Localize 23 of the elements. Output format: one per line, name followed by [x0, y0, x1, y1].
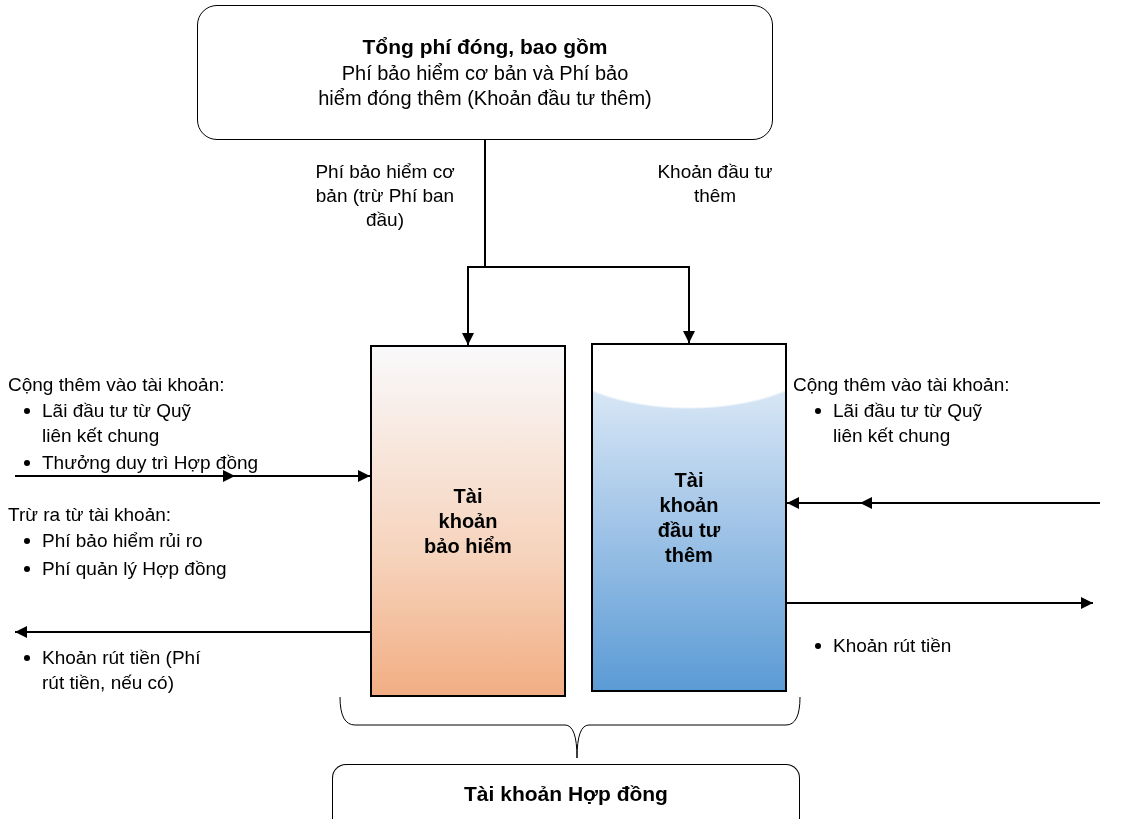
- heading-text: Tổng phí đóng, bao gồm: [362, 34, 608, 61]
- total-account-box: [332, 764, 800, 819]
- note-heading: Trừ ra từ tài khoản:: [8, 503, 173, 527]
- summary-box: [197, 5, 773, 140]
- arrow: [14, 470, 371, 482]
- list-item-text: Thưởng duy trì Hợp đồng: [42, 451, 260, 475]
- heading-text: Tài khoản Hợp đồng: [464, 781, 668, 808]
- list-item-text: Phí bảo hiểm rủi ro: [42, 529, 204, 553]
- list-item-text: Khoản rút tiền: [833, 634, 953, 658]
- list-item-text: Khoản rút tiền (Phí rút tiền, nếu có): [42, 646, 202, 696]
- arrow: [14, 626, 371, 638]
- arrow: [786, 597, 1094, 609]
- note-heading: Cộng thêm vào tài khoản:: [8, 373, 226, 397]
- list-item-text: Lãi đầu tư từ Quỹ liên kết chung: [833, 399, 983, 449]
- heading-text: Tài khoản đầu tư thêm: [656, 467, 722, 568]
- account-box: [370, 345, 566, 697]
- list-item-text: Phí quản lý Hợp đồng: [42, 557, 228, 581]
- list-item-text: Lãi đầu tư từ Quỹ liên kết chung: [42, 399, 192, 449]
- heading-text: Tài khoản bảo hiểm: [423, 483, 513, 559]
- account-box: [591, 343, 787, 692]
- body-text: Phí bảo hiểm cơ bản và Phí bảo hiểm đóng thêm (Khoản đầu tư thêm): [317, 60, 653, 111]
- arrow: [786, 497, 1101, 509]
- note-heading: Cộng thêm vào tài khoản:: [793, 373, 1011, 397]
